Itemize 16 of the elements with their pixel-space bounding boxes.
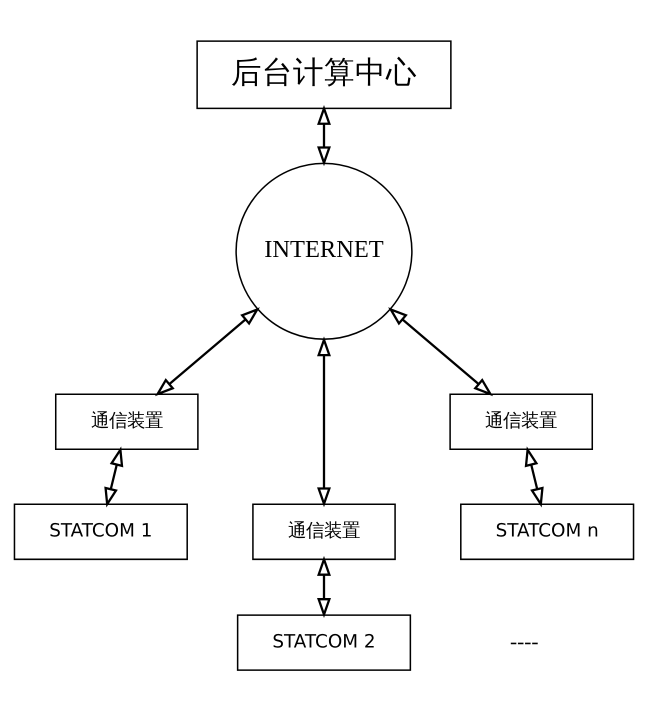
arrow [154,306,260,396]
arrow [104,446,124,507]
arrow [524,446,544,507]
node-box: STATCOM 1 [14,503,188,560]
arrow [388,306,494,396]
node-box: 通信装置 [252,503,396,560]
node-box: 后台计算中心 [196,40,452,109]
label: ---- [510,628,538,653]
node-box: 通信装置 [54,392,199,450]
node-circle: INTERNET [235,162,413,340]
node-box: 通信装置 [449,392,594,450]
arrow [317,555,331,618]
arrow [317,336,331,507]
arrow [317,104,331,166]
node-box: STATCOM n [460,503,634,560]
node-box: STATCOM 2 [236,614,412,670]
